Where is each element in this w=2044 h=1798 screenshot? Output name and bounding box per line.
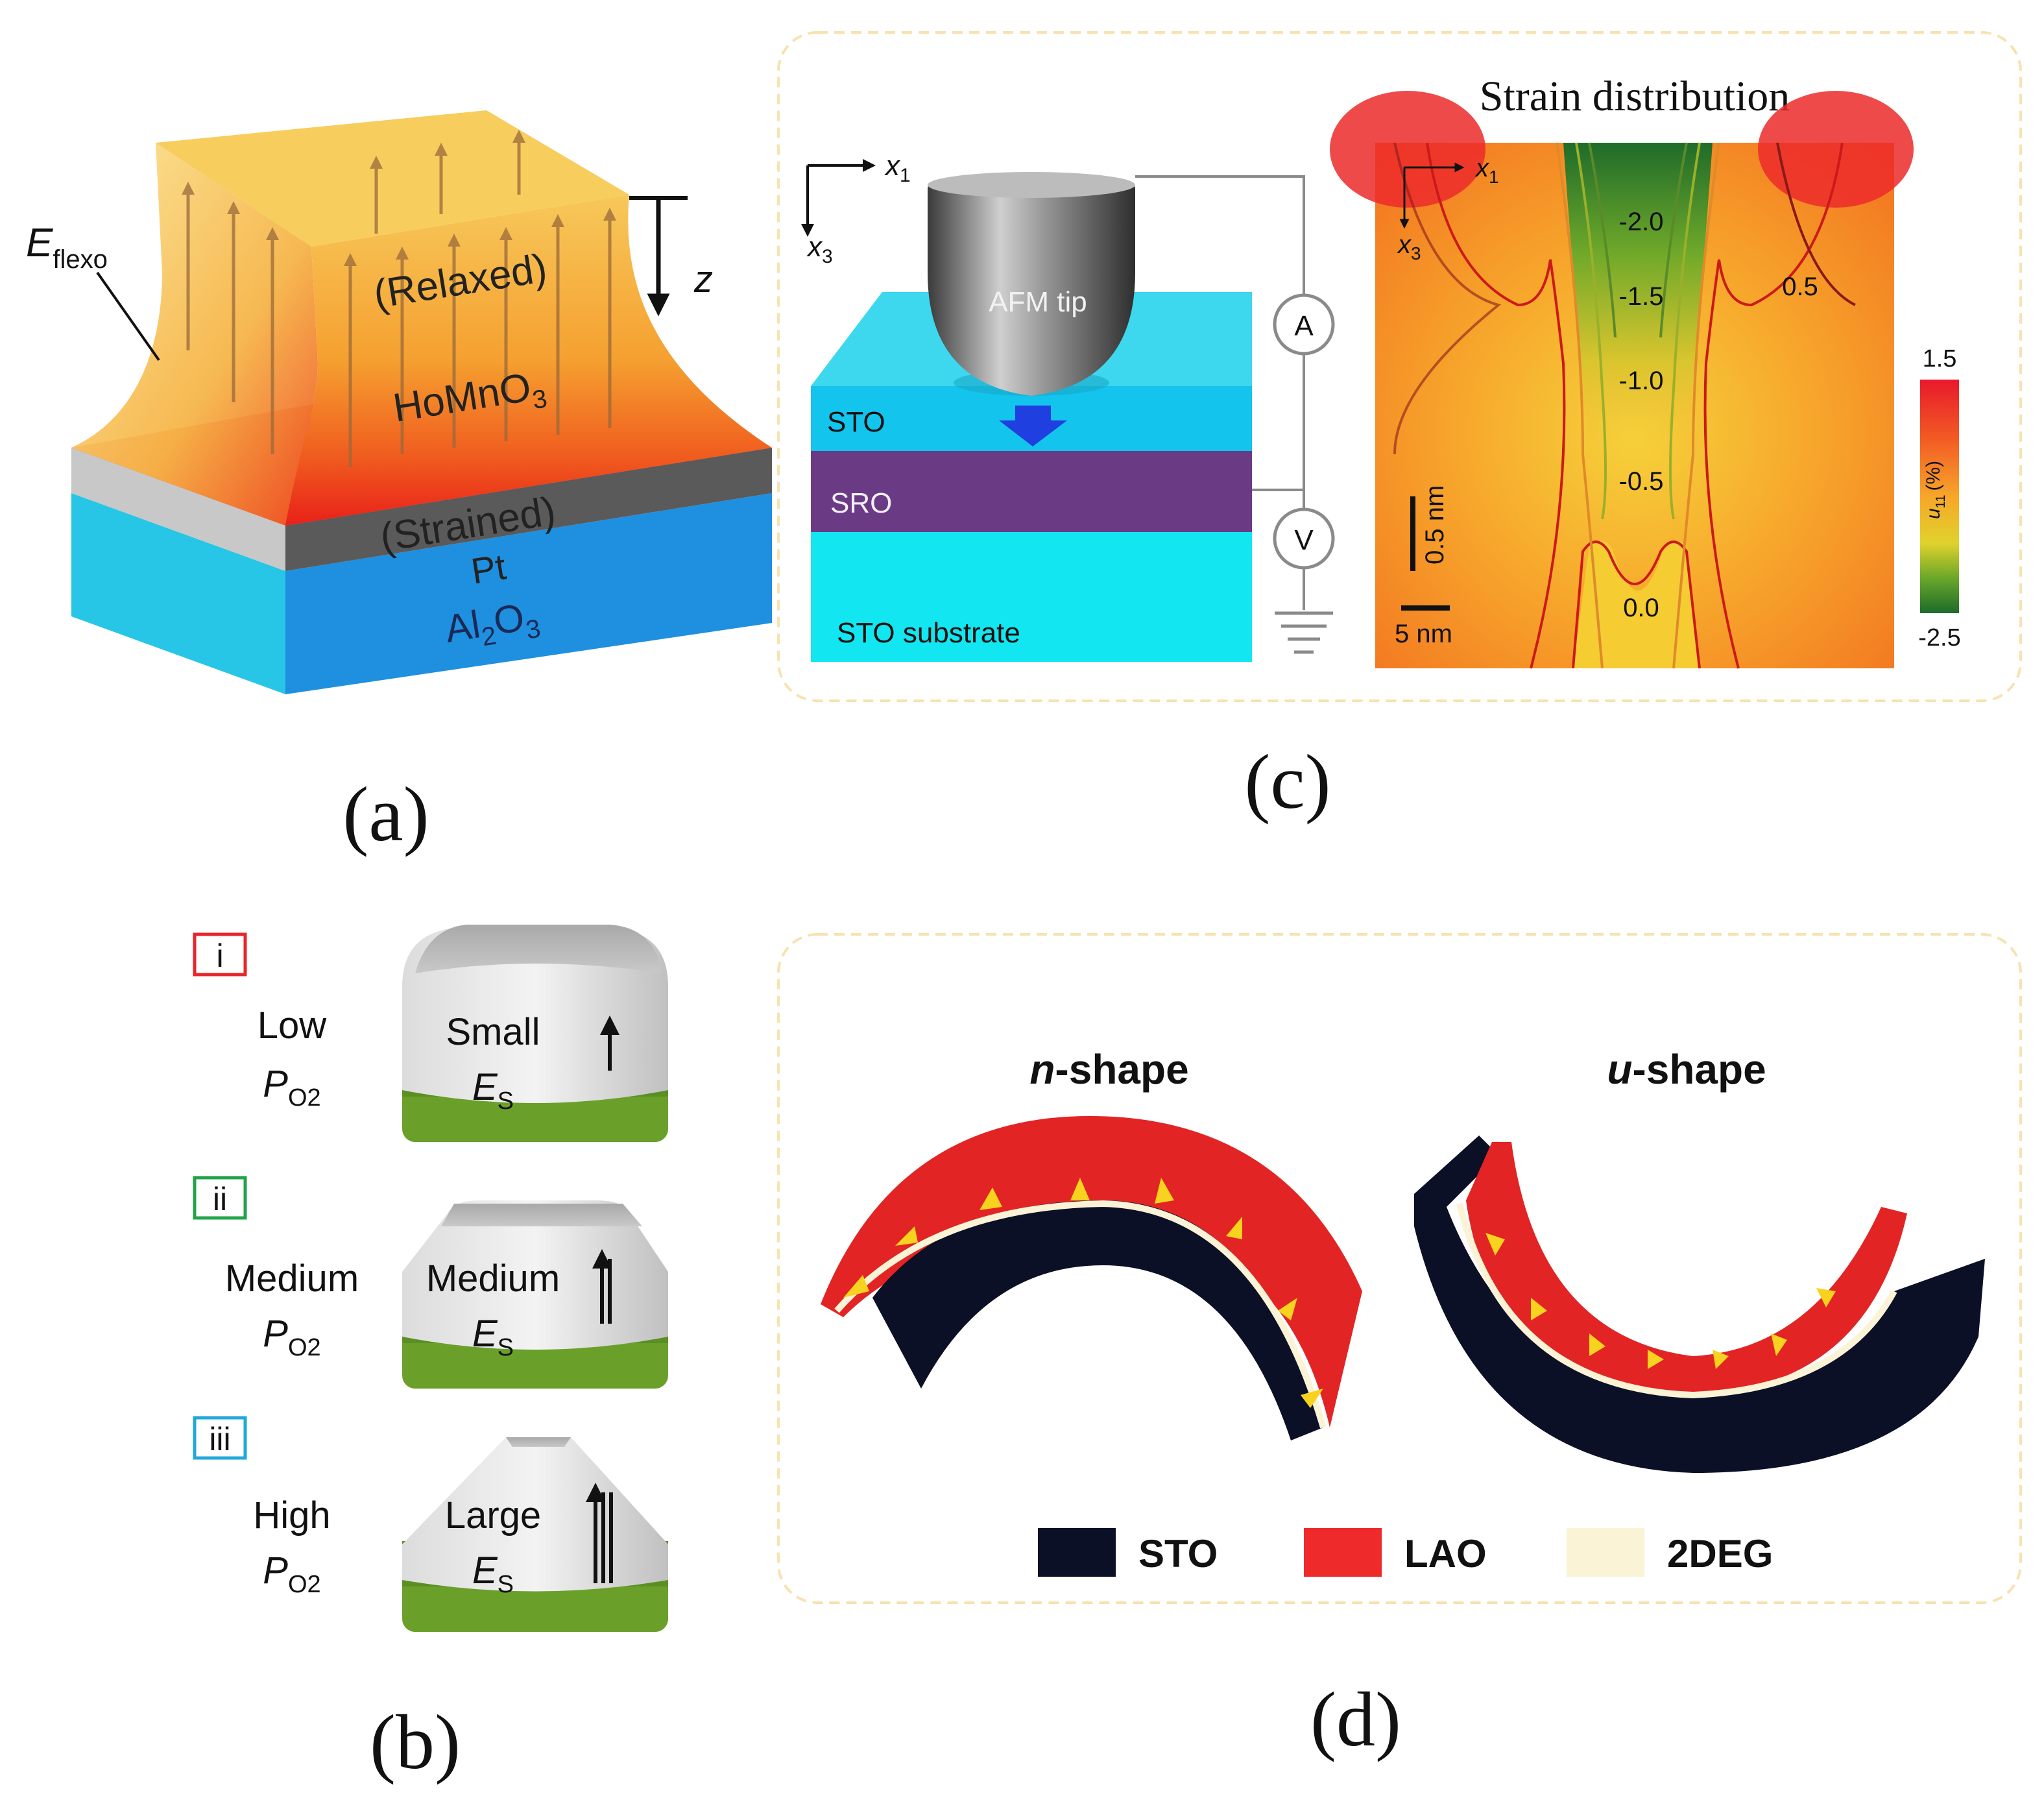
es-size-small: Small xyxy=(446,1011,540,1053)
x3-label-map: x3 xyxy=(1397,230,1421,263)
legend-swatch-sto xyxy=(1038,1528,1116,1577)
x1-label-map: x1 xyxy=(1474,154,1499,187)
tag-ii: ii xyxy=(213,1181,227,1217)
e-flexo-label: Eflexo xyxy=(26,221,108,274)
n-shape-title: n-shape xyxy=(1029,1046,1188,1093)
n-shape-arrows xyxy=(843,1178,1323,1408)
panel-a: z Eflexo (Relaxed) HoMnO3 (Strained) Pt … xyxy=(26,110,772,857)
u-shape-bowl xyxy=(1414,1136,1985,1473)
colorbar-max: 1.5 xyxy=(1923,345,1957,372)
n-shape-arch xyxy=(821,1116,1362,1440)
x1-label-left: x1 xyxy=(884,150,911,186)
contour-label-minus0-5: -0.5 xyxy=(1619,467,1664,496)
contour-label-minus1-0: -1.0 xyxy=(1619,367,1664,395)
film-side-face xyxy=(71,143,318,526)
pt-layer-front xyxy=(285,448,772,571)
pt-layer-side xyxy=(71,448,285,571)
contour-label-minus2-0: -2.0 xyxy=(1619,208,1664,236)
sro-label: SRO xyxy=(830,487,892,519)
e-flexo-pointer xyxy=(96,271,160,361)
z-label: z xyxy=(693,258,713,300)
panel-a-label: (a) xyxy=(343,771,429,857)
es-size-large: Large xyxy=(445,1494,541,1537)
contour-label-0-5: 0.5 xyxy=(1782,273,1818,301)
u-shape-title: u-shape xyxy=(1607,1046,1766,1093)
colorbar xyxy=(1920,380,1959,613)
force-arrow xyxy=(999,406,1067,446)
panel-b: i Low PO2 Small ES ii Medium PO2 Medium … xyxy=(193,925,668,1785)
ammeter-label: A xyxy=(1294,310,1314,342)
ammeter-circle xyxy=(1273,293,1335,356)
p-o2-high: PO2 xyxy=(263,1549,320,1598)
pt-label: Pt xyxy=(468,546,509,592)
tag-iii: iii xyxy=(209,1421,230,1457)
axes-map xyxy=(1399,162,1465,229)
es-large: ES xyxy=(472,1549,514,1598)
axes-left xyxy=(801,159,876,237)
al2o3-substrate-front xyxy=(285,493,772,694)
panel-c-frame xyxy=(777,31,2022,702)
afm-tip-top xyxy=(928,172,1135,198)
tag-i: i xyxy=(216,938,223,974)
u-shape-arrows xyxy=(1485,1233,1836,1369)
pressure-medium: Medium xyxy=(225,1257,359,1300)
tag-box-iii xyxy=(193,1416,247,1460)
strain-title: Strain distribution xyxy=(1480,73,1790,120)
contour-label-minus1-5: -1.5 xyxy=(1619,282,1664,311)
panel-d: n-shape u-shape xyxy=(777,933,2022,1762)
voltmeter-circle xyxy=(1273,507,1335,570)
tag-box-i xyxy=(193,932,247,977)
legend-label-sto: STO xyxy=(1138,1532,1218,1575)
al2o3-label: Al2O3 xyxy=(442,593,543,657)
cube-small xyxy=(402,925,668,1142)
voltmeter-label: V xyxy=(1294,524,1314,556)
sto-substrate xyxy=(811,532,1252,662)
film-front-face xyxy=(285,195,772,526)
scale-vertical-label: 0.5 nm xyxy=(1421,485,1449,565)
p-o2-medium: PO2 xyxy=(263,1313,320,1361)
sto-label: STO xyxy=(827,406,885,438)
tag-box-ii xyxy=(193,1176,247,1220)
panel-d-frame xyxy=(777,933,2022,1604)
panel-d-label: (d) xyxy=(1310,1676,1401,1762)
cube-medium xyxy=(402,1200,668,1389)
es-size-medium: Medium xyxy=(426,1257,560,1300)
sto-substrate-label: STO substrate xyxy=(837,617,1020,649)
x3-label-left: x3 xyxy=(806,231,833,267)
colorbar-label: u11(%) xyxy=(1923,461,1948,519)
panel-c-label: (c) xyxy=(1244,738,1330,825)
afm-tip xyxy=(928,175,1135,396)
sro-layer xyxy=(811,451,1252,532)
scale-horizontal-label: 5 nm xyxy=(1395,620,1452,648)
pressure-low: Low xyxy=(258,1004,328,1047)
al2o3-substrate-side xyxy=(71,493,285,694)
panel-c: x1 x3 AFM tip STO SRO STO substrate A V xyxy=(777,31,2022,825)
contour-label-0-0: 0.0 xyxy=(1623,594,1659,622)
colorbar-min: -2.5 xyxy=(1918,624,1960,651)
es-medium: ES xyxy=(472,1313,514,1361)
legend-label-lao: LAO xyxy=(1404,1532,1487,1575)
panel-b-label: (b) xyxy=(370,1699,461,1785)
cube-large xyxy=(402,1437,668,1632)
afm-tip-label: AFM tip xyxy=(989,286,1087,318)
es-small: ES xyxy=(472,1066,514,1115)
strain-map: -2.0 -1.5 -1.0 -0.5 0.0 0.5 x1 x3 0.5 nm… xyxy=(1330,91,1914,669)
pressure-high: High xyxy=(253,1494,330,1537)
legend-label-2deg: 2DEG xyxy=(1667,1532,1773,1575)
circuit-wires xyxy=(1135,175,1305,610)
film-top-face xyxy=(156,110,629,247)
legend-swatch-2deg xyxy=(1567,1528,1644,1577)
polarization-arrows xyxy=(182,130,616,467)
p-o2-low: PO2 xyxy=(263,1063,320,1112)
ground-icon xyxy=(1275,611,1333,654)
legend-swatch-lao xyxy=(1304,1528,1382,1577)
